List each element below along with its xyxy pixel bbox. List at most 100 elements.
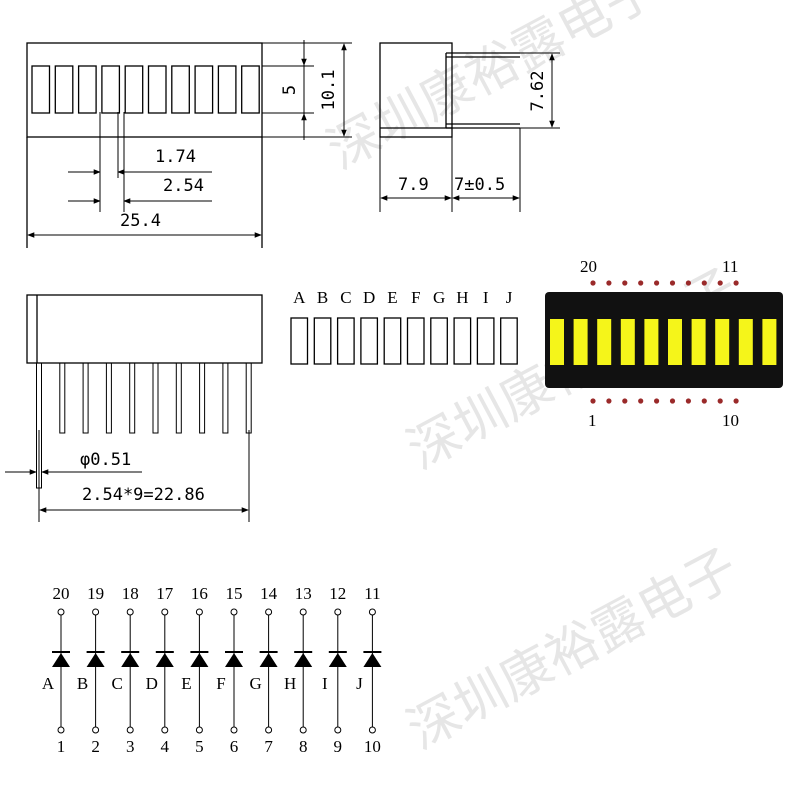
led-bar-photo: 20 11 1 10 — [545, 257, 783, 430]
schematic-terminal — [265, 726, 273, 734]
led-pin-dot — [654, 280, 660, 286]
diode-letter: E — [181, 674, 191, 693]
led-pin-dot — [733, 280, 739, 286]
front-segment-window — [31, 65, 51, 114]
dim-lead-len: 7±0.5 — [454, 175, 505, 195]
segment-letter: B — [317, 288, 328, 307]
schematic-terminal — [334, 608, 342, 616]
led-pin-dot — [606, 280, 612, 286]
diode-letter: I — [322, 674, 328, 693]
front-segment-window — [194, 65, 214, 114]
schematic-terminal — [92, 726, 100, 734]
dim-lead-span: 2.54*9=22.86 — [82, 485, 205, 505]
diode-symbol — [52, 653, 70, 667]
pin-label-bottom-right: 10 — [722, 411, 739, 430]
schematic-top-pin-label: 13 — [295, 584, 312, 603]
front-segment-window — [147, 65, 167, 114]
schematic-terminal — [334, 726, 342, 734]
schematic-terminal — [299, 726, 307, 734]
schematic-bottom-pin-label: 7 — [264, 737, 273, 756]
letter-segment-window — [430, 317, 448, 365]
segment-letter: D — [363, 288, 375, 307]
letter-segment-window — [336, 317, 355, 365]
pin-lead — [199, 362, 206, 434]
pin-lead — [245, 362, 252, 434]
dim-pitch: 2.54 — [163, 176, 204, 196]
front-segment-window — [171, 65, 190, 114]
diode-symbol — [121, 653, 140, 667]
led-segment — [620, 319, 635, 365]
schematic-terminal — [126, 608, 134, 616]
led-pin-dot — [717, 280, 723, 286]
schematic-terminal — [161, 608, 169, 616]
dim-lead-dia: φ0.51 — [80, 450, 131, 470]
led-bar-segments — [550, 319, 777, 365]
led-pin-dot — [590, 398, 596, 404]
letter-segment-window — [383, 317, 402, 365]
dim-pitch-seg: 1.74 — [155, 147, 196, 167]
diode-letter: F — [216, 674, 225, 693]
letter-segment-window — [406, 317, 425, 365]
pin-lead — [129, 362, 136, 434]
led-pin-dot — [669, 398, 676, 404]
led-pin-dot — [701, 280, 707, 286]
dim-height: 10.1 — [319, 70, 339, 111]
dim-body-depth: 7.9 — [398, 175, 429, 195]
pin-label-top-left: 20 — [580, 257, 597, 276]
schematic-terminal — [265, 608, 273, 616]
front-view-segments — [31, 65, 260, 114]
diode-symbol — [155, 653, 174, 667]
schematic-bottom-pin-label: 4 — [161, 737, 170, 756]
schematic-top-pin-label: 14 — [260, 584, 278, 603]
led-segment — [573, 319, 588, 365]
schematic-terminal — [92, 608, 100, 616]
schematic-terminal — [57, 608, 65, 616]
watermark-text: 深圳康裕露电子 — [318, 0, 668, 181]
dim-seg-height: 5 — [280, 85, 300, 95]
schematic-terminal — [230, 608, 238, 616]
schematic-top-pin-label: 19 — [87, 584, 104, 603]
schematic-bottom-pin-label: 8 — [299, 737, 308, 756]
led-pin-dot — [685, 280, 692, 286]
pin-lead — [222, 362, 229, 434]
led-pin-dot — [638, 280, 644, 286]
diode-letter: J — [356, 674, 363, 693]
led-segment — [738, 319, 753, 365]
letter-segment-window — [360, 317, 379, 365]
schematic-top-pin-label: 17 — [156, 584, 174, 603]
schematic-terminal — [230, 726, 238, 734]
diode-symbol — [86, 653, 105, 667]
schematic-top-pin-label: 20 — [53, 584, 70, 603]
pin-lead — [59, 362, 66, 434]
schematic-terminal — [57, 726, 65, 734]
letter-segment-window — [290, 317, 309, 365]
diode-symbol — [328, 653, 347, 667]
diode-symbol — [190, 653, 209, 667]
schematic-terminal — [368, 726, 376, 734]
schematic-bottom-pin-label: 3 — [126, 737, 135, 756]
segment-letter: G — [433, 288, 445, 307]
pin-lead — [105, 362, 112, 434]
front-segment-window — [124, 65, 144, 114]
front-view: 1.74 2.54 25.4 5 10.1 — [26, 40, 352, 248]
diode-letter: B — [77, 674, 88, 693]
led-schematic: 20A119B218C317D416E515F614G713H812I911J1… — [42, 584, 382, 756]
diode-symbol — [259, 653, 278, 667]
schematic-top-pin-label: 15 — [226, 584, 243, 603]
side-view: 7.62 7.9 7±0.5 — [379, 42, 560, 212]
segment-letter: J — [506, 288, 513, 307]
pin-lead — [82, 362, 89, 434]
schematic-terminal — [161, 726, 169, 734]
pin-label-bottom-left: 1 — [588, 411, 597, 430]
led-pin-dot — [685, 398, 692, 404]
front-view-body — [26, 42, 263, 138]
led-segment — [668, 319, 682, 365]
pin-view: φ0.51 2.54*9=22.86 — [5, 294, 263, 522]
schematic-terminal — [368, 608, 376, 616]
led-segment — [715, 319, 730, 365]
schematic-bottom-pin-label: 2 — [91, 737, 100, 756]
front-segment-window — [217, 65, 237, 114]
schematic-top-pin-label: 12 — [329, 584, 346, 603]
led-pin-dot — [654, 398, 660, 404]
